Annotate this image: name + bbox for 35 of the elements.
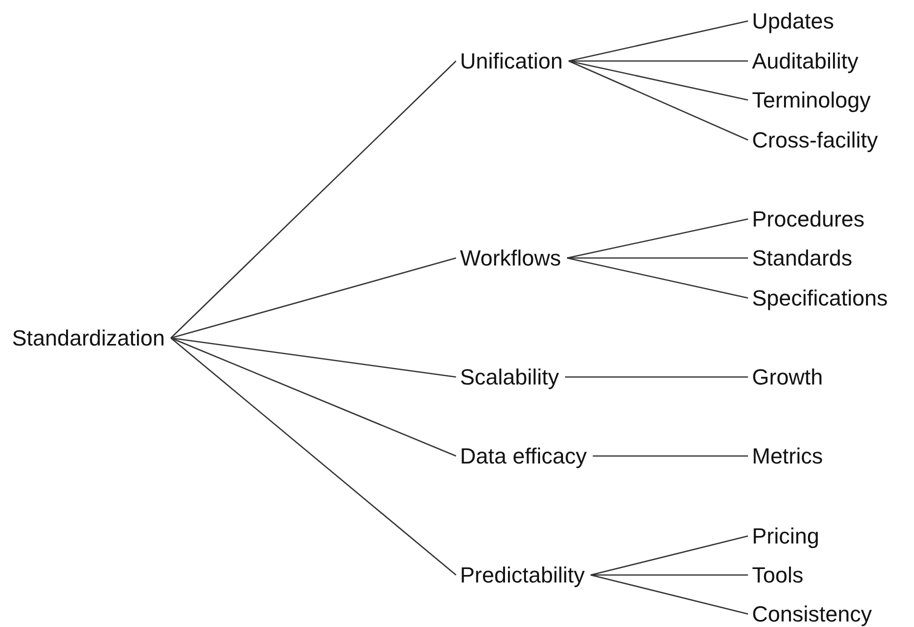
node-label: Consistency <box>752 600 872 627</box>
node-label: Terminology <box>752 86 871 114</box>
node-label: Cross-facility <box>752 126 878 154</box>
connector-line <box>170 337 456 457</box>
node-label: Specifications <box>752 284 888 312</box>
node-label: Pricing <box>752 522 820 550</box>
node-label: Procedures <box>752 205 865 233</box>
node-label: Standards <box>752 244 852 272</box>
connector-line <box>568 60 748 62</box>
node-label: Metrics <box>752 442 823 470</box>
connector-line <box>568 20 748 62</box>
connector-line <box>590 574 748 615</box>
node-label: Predictability <box>460 561 585 589</box>
connector-line <box>590 574 748 576</box>
connector-line <box>170 60 456 338</box>
node-label: Scalability <box>460 363 560 391</box>
connector-line <box>170 338 456 576</box>
connector-line <box>568 60 748 141</box>
node-label: Unification <box>460 47 563 75</box>
node-label: Data efficacy <box>460 442 587 470</box>
connector-line <box>566 257 748 299</box>
connector-line <box>592 455 748 457</box>
node-label: Workflows <box>460 244 562 272</box>
node-label: Growth <box>752 363 823 391</box>
connector-line <box>567 257 748 259</box>
connector-line <box>565 376 748 378</box>
connector-line <box>170 337 456 378</box>
connector-line <box>590 535 748 576</box>
node-label: Tools <box>752 561 804 589</box>
node-label: Standardization <box>12 324 165 352</box>
connector-line <box>566 218 748 259</box>
connector-line <box>170 257 456 339</box>
connector-line <box>568 60 748 101</box>
node-label: Updates <box>752 7 834 35</box>
node-label: Auditability <box>752 47 858 75</box>
